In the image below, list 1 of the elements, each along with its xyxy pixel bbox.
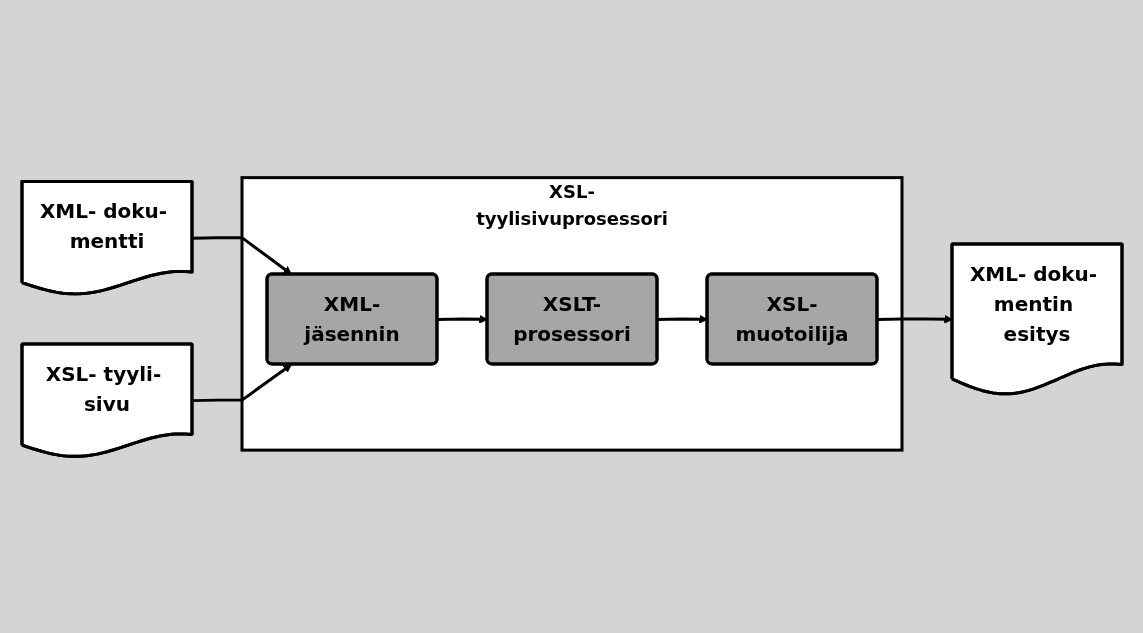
arrow [191,363,292,402]
